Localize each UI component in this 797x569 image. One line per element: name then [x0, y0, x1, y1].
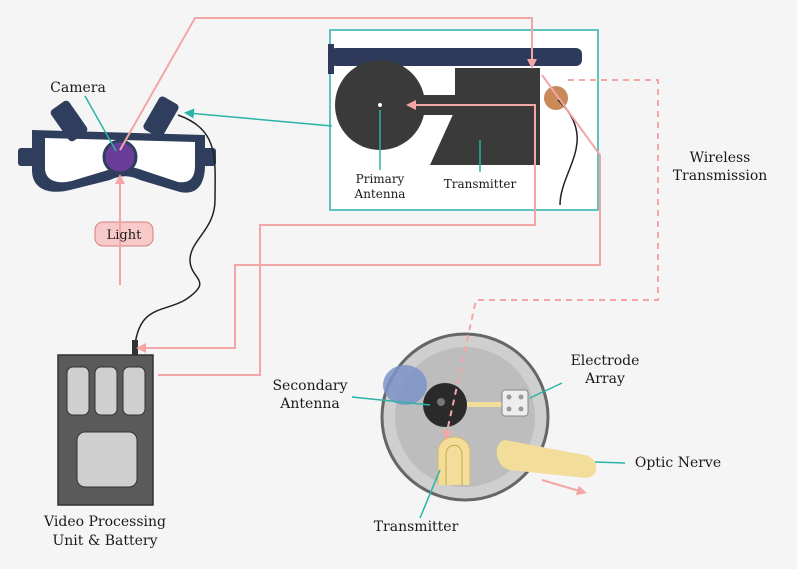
antenna-electrode-link	[467, 402, 502, 407]
electrode-array-chip	[501, 389, 529, 417]
secondary-antenna-label-line2: Antenna	[279, 396, 339, 412]
wireless-transmission-path	[442, 79, 659, 440]
transmitter-to-vpu-path	[136, 74, 601, 353]
secondary-antenna-label-line1: Secondary	[272, 378, 347, 394]
electrode-dot-3	[506, 406, 512, 412]
goggle-side-right	[200, 148, 216, 166]
optic-nerve-pointer	[594, 461, 626, 464]
goggle-strap-left	[50, 100, 88, 142]
goggles	[18, 96, 216, 193]
primary-antenna-label-line2: Antenna	[354, 187, 406, 201]
vpu-to-antenna-path	[158, 100, 536, 376]
pointer-lines	[84, 95, 626, 519]
wireless-label-line2: Transmission	[673, 168, 768, 184]
optic-nerve-label: Optic Nerve	[635, 455, 721, 471]
vpu-button-1	[66, 366, 90, 416]
vpu-button-3	[122, 366, 146, 416]
vpu-label-line2: Unit & Battery	[52, 533, 157, 549]
electrode-dot-4	[518, 406, 524, 412]
external-transmitter-device	[328, 29, 599, 211]
headband-bar	[330, 48, 582, 66]
electrode-dot-2	[518, 394, 524, 400]
bottom-transmitter-pointer	[419, 469, 441, 519]
camera-pointer	[84, 95, 117, 152]
optic-nerve-shape	[496, 440, 597, 478]
vpu-label-line1: Video Processing	[43, 514, 166, 530]
headband-end	[328, 44, 334, 74]
electrode-dot-1	[506, 394, 512, 400]
coil-inner-line	[445, 444, 463, 485]
light-label: Light	[107, 228, 142, 243]
labels: Camera Light Primary Antenna Transmitter…	[43, 80, 767, 549]
eye-lens	[383, 365, 427, 405]
electrode-label-line1: Electrode	[571, 353, 640, 369]
implant-transmitter-coil	[437, 436, 471, 485]
light-box-shape	[94, 221, 154, 247]
camera-icon	[102, 139, 138, 175]
secondary-antenna-pointer	[351, 396, 431, 406]
vpu-connector	[132, 340, 138, 356]
video-processing-unit	[57, 340, 154, 506]
transmitter-bottom-label: Transmitter	[374, 519, 459, 535]
goggle-strap-right	[143, 96, 179, 138]
transmitter-to-goggles-pointer	[184, 108, 333, 127]
camera-label: Camera	[50, 80, 106, 96]
primary-antenna-label-line1: Primary	[356, 172, 405, 186]
eye	[380, 332, 597, 502]
signal-paths	[115, 17, 659, 496]
antenna-center-dot	[378, 103, 382, 107]
vpu-button-2	[94, 366, 118, 416]
goggle-side-left	[18, 148, 34, 166]
transmitter-top-label: Transmitter	[444, 177, 517, 191]
electrode-label-line2: Array	[584, 371, 625, 387]
vpu-screen	[76, 431, 138, 488]
transmitter-body	[430, 68, 540, 165]
electrode-pointer	[529, 382, 563, 399]
optic-nerve-output-arrow	[541, 479, 587, 496]
goggle-cable	[134, 114, 216, 346]
light-box	[94, 221, 154, 247]
camera-to-transmitter-path	[119, 17, 537, 151]
wireless-label-line1: Wireless	[690, 150, 751, 166]
secondary-antenna-dot	[437, 398, 445, 406]
